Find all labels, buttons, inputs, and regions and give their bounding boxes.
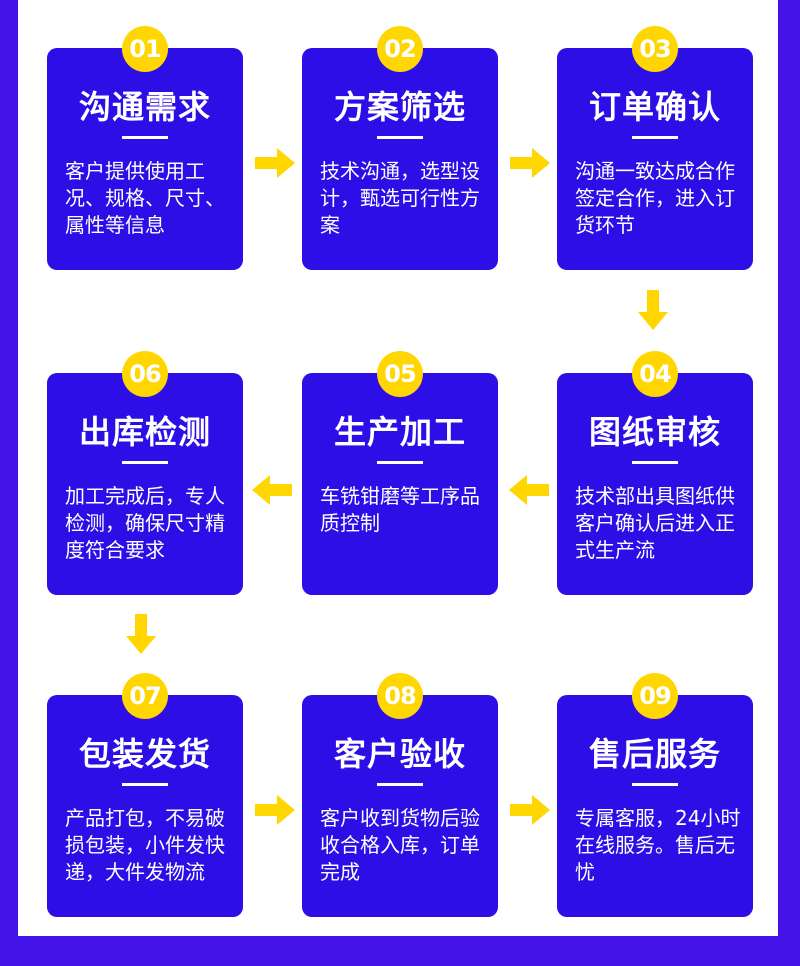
step-description: 产品打包，不易破损包装，小件发快递，大件发物流: [65, 806, 225, 884]
step-description: 专属客服，24小时在线服务。售后无忧: [575, 806, 741, 884]
step-card-06: 06 出库检测 加工完成后，专人检测，确保尺寸精度符合要求: [47, 351, 243, 595]
step-card-08: 08 客户验收 客户收到货物后验收合格入库，订单完成: [302, 673, 498, 917]
step-number-badge: 04: [632, 351, 678, 397]
arrow-down-icon: [126, 614, 156, 654]
step-title: 客户验收: [333, 735, 466, 773]
title-underline: [122, 783, 168, 786]
step-description: 客户收到货物后验收合格入库，订单完成: [320, 806, 480, 884]
step-number-badge: 02: [377, 26, 423, 72]
title-underline: [632, 461, 678, 464]
arrow-left-icon: [509, 475, 549, 505]
step-description: 技术部出具图纸供客户确认后进入正式生产流: [575, 484, 735, 562]
title-underline: [377, 783, 423, 786]
step-number-badge: 08: [377, 673, 423, 719]
step-title: 包装发货: [78, 735, 211, 773]
arrow-right-icon: [510, 795, 550, 825]
step-description: 沟通一致达成合作签定合作，进入订货环节: [575, 159, 735, 237]
arrow-right-icon: [510, 148, 550, 178]
title-underline: [632, 783, 678, 786]
step-title: 售后服务: [588, 735, 721, 773]
step-description: 加工完成后，专人检测，确保尺寸精度符合要求: [65, 484, 225, 562]
step-card-01: 01 沟通需求 客户提供使用工况、规格、尺寸、属性等信息: [47, 26, 243, 270]
step-card-07: 07 包装发货 产品打包，不易破损包装，小件发快递，大件发物流: [47, 673, 243, 917]
step-number-badge: 03: [632, 26, 678, 72]
step-card-04: 04 图纸审核 技术部出具图纸供客户确认后进入正式生产流: [557, 351, 753, 595]
step-card-02: 02 方案筛选 技术沟通，选型设计，甄选可行性方案: [302, 26, 498, 270]
step-card-03: 03 订单确认 沟通一致达成合作签定合作，进入订货环节: [557, 26, 753, 270]
step-title: 出库检测: [78, 413, 211, 451]
arrow-left-icon: [252, 475, 292, 505]
step-number-badge: 09: [632, 673, 678, 719]
step-title: 方案筛选: [333, 88, 466, 126]
title-underline: [632, 136, 678, 139]
step-card-09: 09 售后服务 专属客服，24小时在线服务。售后无忧: [557, 673, 753, 917]
title-underline: [122, 461, 168, 464]
step-description: 客户提供使用工况、规格、尺寸、属性等信息: [65, 159, 225, 237]
step-number-badge: 01: [122, 26, 168, 72]
step-title: 沟通需求: [78, 88, 211, 126]
title-underline: [122, 136, 168, 139]
step-title: 订单确认: [588, 88, 721, 126]
arrow-right-icon: [255, 795, 295, 825]
step-description: 技术沟通，选型设计，甄选可行性方案: [320, 159, 480, 237]
arrow-right-icon: [255, 148, 295, 178]
arrow-down-icon: [638, 290, 668, 330]
title-underline: [377, 461, 423, 464]
title-underline: [377, 136, 423, 139]
step-title: 图纸审核: [588, 413, 721, 451]
step-description: 车铣钳磨等工序品质控制: [320, 484, 480, 535]
step-number-badge: 07: [122, 673, 168, 719]
step-card-05: 05 生产加工 车铣钳磨等工序品质控制: [302, 351, 498, 595]
step-title: 生产加工: [333, 413, 466, 451]
step-number-badge: 06: [122, 351, 168, 397]
step-number-badge: 05: [377, 351, 423, 397]
